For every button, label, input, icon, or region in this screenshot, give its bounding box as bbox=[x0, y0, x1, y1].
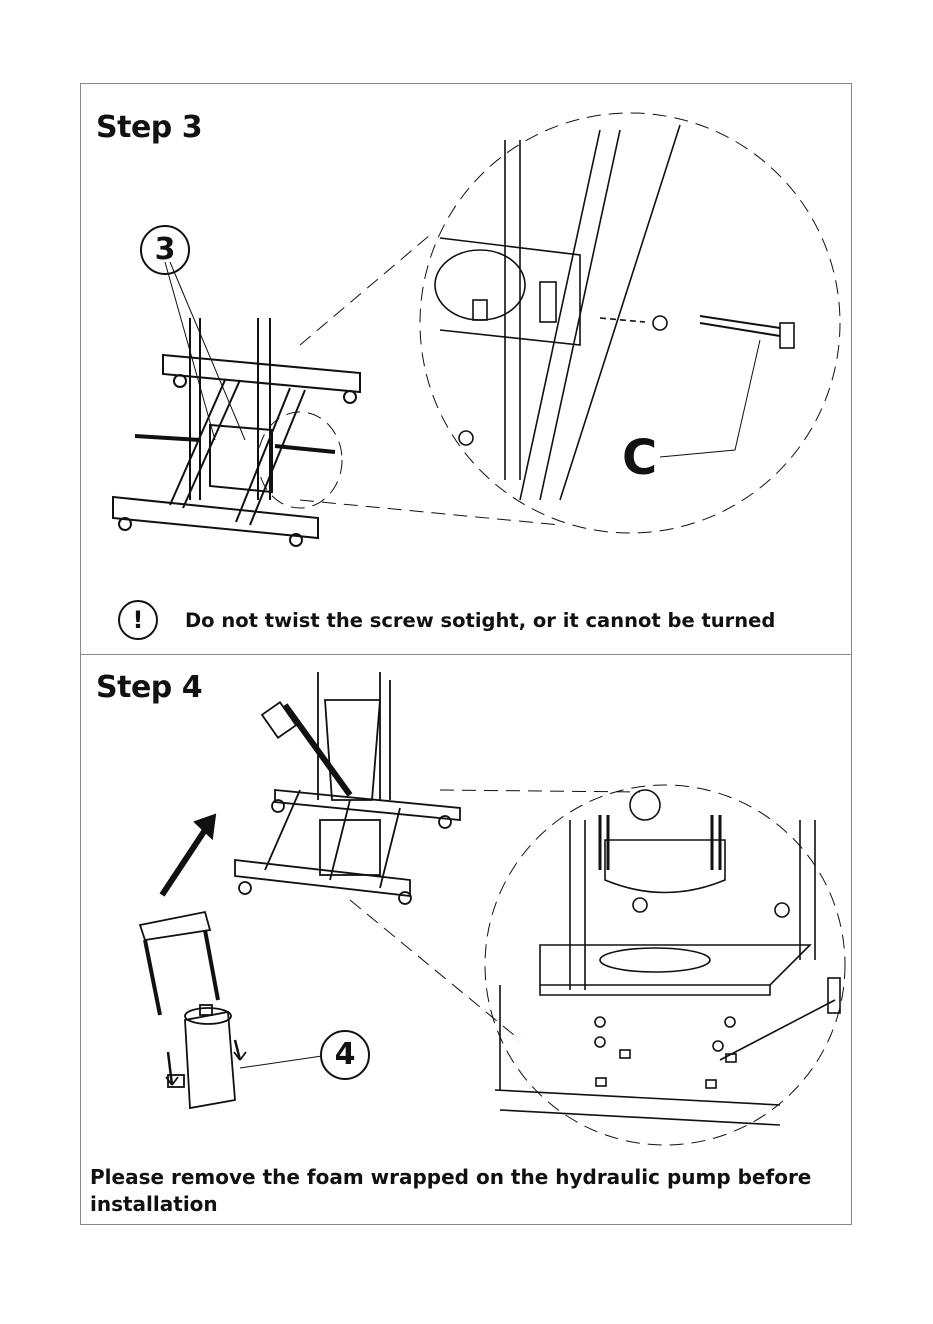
part-c-label: C bbox=[622, 430, 657, 486]
part-4-callout: 4 bbox=[320, 1030, 370, 1080]
step-4-instruction-note: Please remove the foam wrapped on the hy… bbox=[90, 1164, 830, 1218]
step-3-warning-note: Do not twist the screw sotight, or it ca… bbox=[185, 609, 775, 632]
step4-detail-zoom bbox=[350, 785, 845, 1145]
warning-icon: ! bbox=[118, 600, 158, 640]
step4-hydraulic-pump-drawing bbox=[140, 912, 322, 1108]
step4-upward-arrow bbox=[162, 815, 215, 895]
step3-detail-drawing bbox=[435, 125, 794, 500]
step-4-title: Step 4 bbox=[96, 670, 202, 705]
step4-base-drawing bbox=[235, 672, 460, 904]
step4-detail-drawing bbox=[495, 790, 840, 1125]
step3-base-frame-drawing bbox=[113, 262, 360, 546]
part-3-callout: 3 bbox=[140, 225, 190, 275]
step-3-title: Step 3 bbox=[96, 110, 202, 145]
